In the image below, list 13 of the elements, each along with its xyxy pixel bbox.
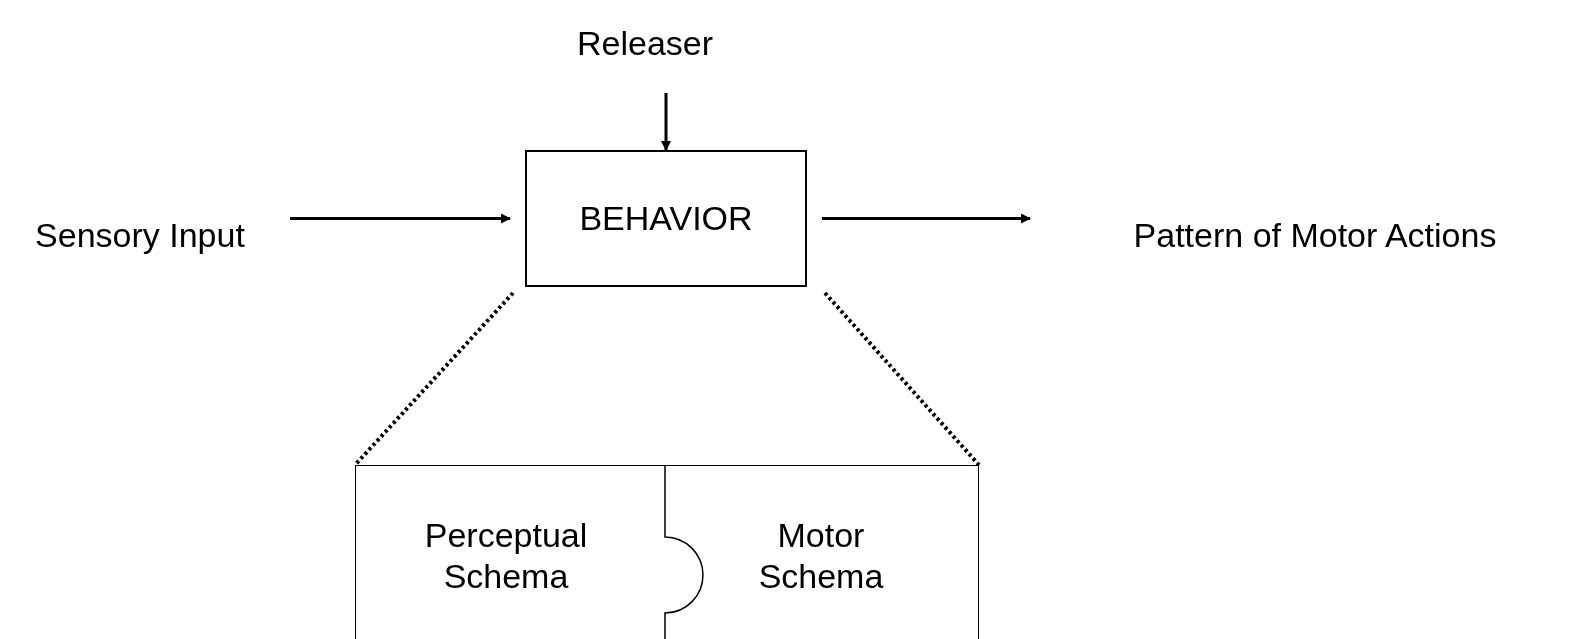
container-box	[355, 465, 979, 639]
dotted-line	[823, 291, 981, 467]
box-label: BEHAVIOR	[579, 198, 753, 239]
arrow	[661, 93, 671, 151]
dotted-line	[353, 291, 515, 467]
arrow	[822, 213, 1031, 224]
label-text: Sensory Input	[35, 214, 245, 256]
process-box	[525, 150, 807, 287]
label-text: Pattern of Motor Actions	[1133, 214, 1497, 256]
label-text: Releaser	[576, 22, 714, 64]
schema-label: Motor Schema	[757, 515, 885, 597]
schema-label: Perceptual Schema	[423, 515, 589, 597]
arrow	[290, 213, 511, 224]
